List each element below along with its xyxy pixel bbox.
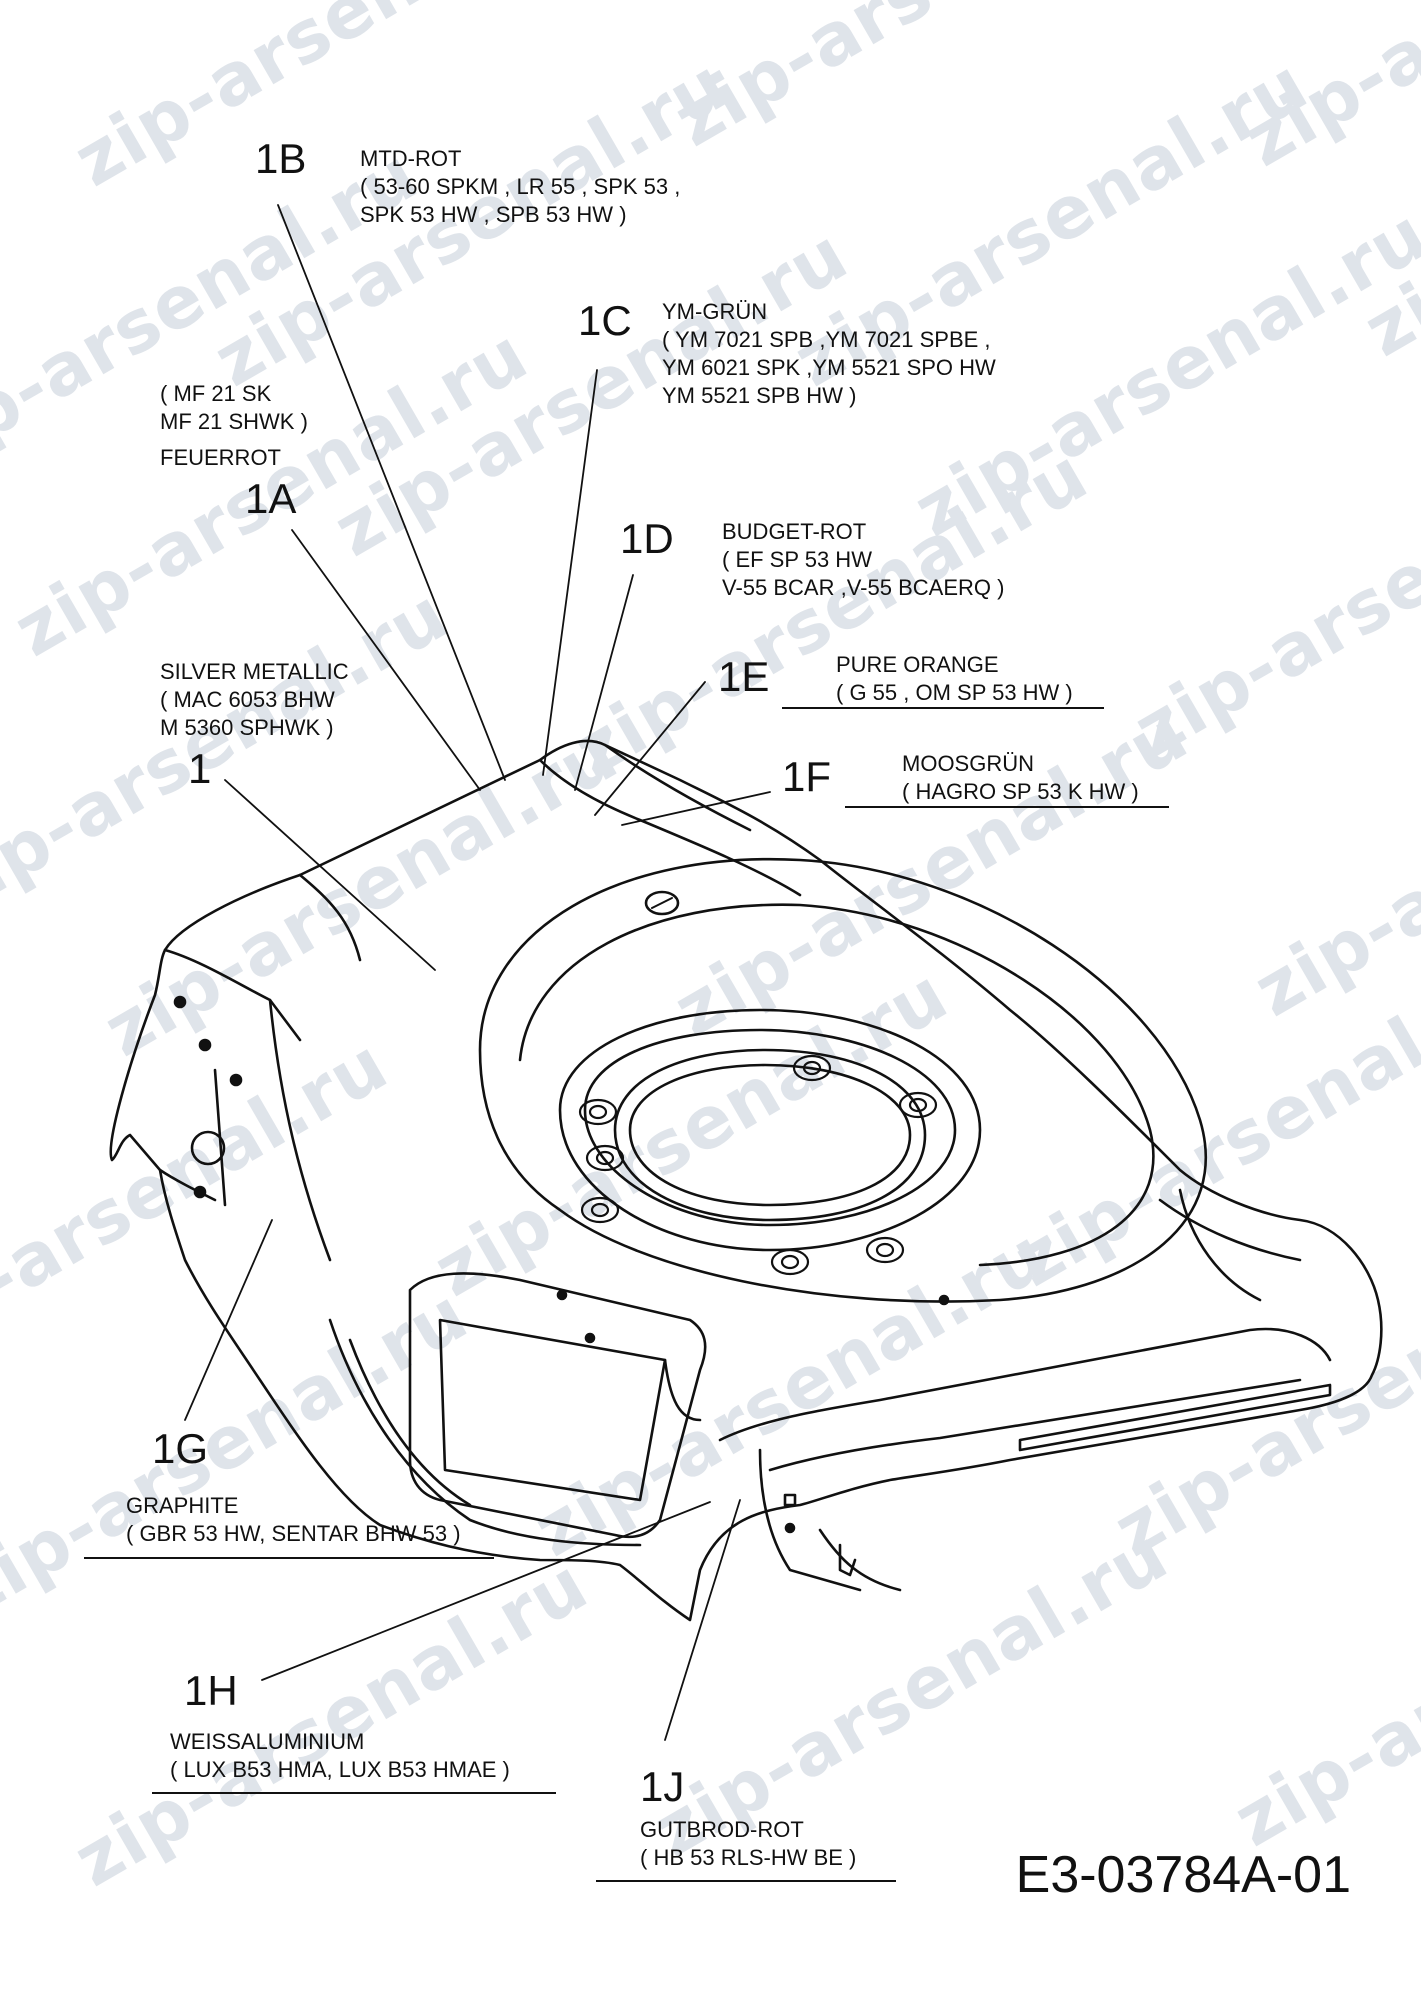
callout-line: MF 21 SHWK ) [160,409,308,434]
callout-line: PURE ORANGE [836,652,999,677]
callout-1G-code: 1G [152,1425,209,1472]
motor-mount-cup [558,1008,982,1252]
callout-line: MOOSGRÜN [902,751,1034,776]
callout-line: ( HB 53 RLS-HW BE ) [640,1845,857,1870]
callout-line: ( MAC 6053 BHW [160,687,335,712]
callout-line: ( 53-60 SPKM , LR 55 , SPK 53 , [360,174,681,199]
callout-line: WEISSALUMINIUM [170,1729,365,1754]
callout-1B-description: MTD-ROT ( 53-60 SPKM , LR 55 , SPK 53 , … [360,145,680,229]
callout-1H-code: 1H [184,1667,238,1714]
callout-line: MTD-ROT [360,146,462,171]
callout-line: ( YM 7021 SPB ,YM 7021 SPBE , [662,327,991,352]
callout-line: BUDGET-ROT [722,519,867,544]
callout-1D-code: 1D [620,515,674,562]
blade-chamber-outer [478,857,1207,1303]
front-bumper [718,1327,1332,1442]
callout-line: ( GBR 53 HW, SENTAR BHW 53 ) [126,1521,461,1546]
callout-line: YM-GRÜN [662,299,768,324]
callout-1E-code: 1E [718,653,770,700]
callout-line: ( EF SP 53 HW [722,547,872,572]
leader-lines [184,204,771,1741]
callout-line: ( LUX B53 HMA, LUX B53 HMAE ) [170,1757,510,1782]
callout-1F-code: 1F [782,753,832,800]
callout-1A-description: ( MF 21 SK MF 21 SHWK ) FEUERROT [160,380,308,472]
callout-line: ( G 55 , OM SP 53 HW ) [836,680,1073,705]
callout-line: FEUERROT [160,445,281,470]
callout-line: SILVER METALLIC [160,659,349,684]
callout-1C-description: YM-GRÜN ( YM 7021 SPB ,YM 7021 SPBE , YM… [662,298,996,410]
callout-1A-code: 1A [245,475,297,522]
callout-1-code: 1 [188,745,212,792]
callout-1E-underline [782,707,1104,709]
callout-1F-underline [845,806,1169,808]
callout-line: M 5360 SPHWK ) [160,715,334,740]
motor-opening [613,1048,927,1222]
callout-1E-description: PURE ORANGE ( G 55 , OM SP 53 HW ) [836,651,1073,707]
callout-line: ( HAGRO SP 53 K HW ) [902,779,1139,804]
callout-1H-underline [152,1792,556,1794]
discharge-chute [408,1272,707,1539]
callout-1F-description: MOOSGRÜN ( HAGRO SP 53 K HW ) [902,750,1139,806]
callout-line: GUTBROD-ROT [640,1817,804,1842]
mounting-bosses [578,1054,938,1276]
callout-1G-description: GRAPHITE ( GBR 53 HW, SENTAR BHW 53 ) [126,1492,461,1548]
callout-1G-underline [84,1557,494,1559]
callout-1H-description: WEISSALUMINIUM ( LUX B53 HMA, LUX B53 HM… [170,1728,510,1784]
deck-outline [109,739,1383,1622]
document-id: E3-03784A-01 [1015,1846,1351,1904]
callout-line: YM 5521 SPB HW ) [662,383,857,408]
callout-line: ( MF 21 SK [160,381,272,406]
callout-1C-code: 1C [578,297,632,344]
callout-line: YM 6021 SPK ,YM 5521 SPO HW [662,355,996,380]
callout-1J-underline [596,1880,896,1882]
callout-1J-description: GUTBROD-ROT ( HB 53 RLS-HW BE ) [640,1816,856,1872]
callout-1-description: SILVER METALLIC ( MAC 6053 BHW M 5360 SP… [160,658,349,742]
callout-1J-code: 1J [640,1763,685,1810]
callout-line: GRAPHITE [126,1493,239,1518]
callout-line: V-55 BCAR ,V-55 BCAERQ ) [722,575,1005,600]
callout-1B-code: 1B [255,135,307,182]
callout-line: SPK 53 HW , SPB 53 HW ) [360,202,627,227]
callout-1D-description: BUDGET-ROT ( EF SP 53 HW V-55 BCAR ,V-55… [722,518,1004,602]
